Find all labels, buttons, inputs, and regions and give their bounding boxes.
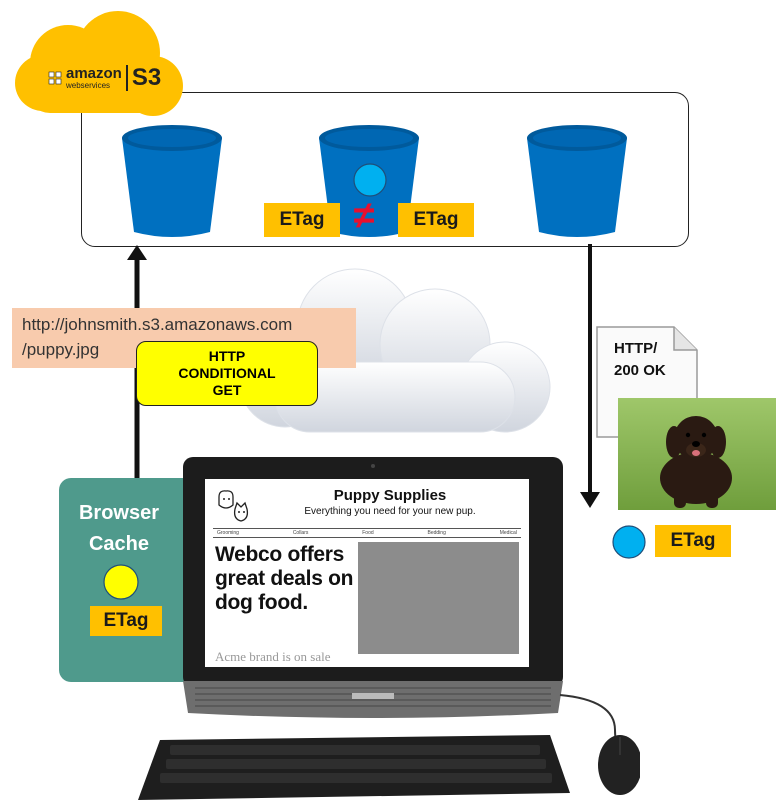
browser-cache-title-line2: Cache bbox=[88, 533, 150, 555]
response-arrow-down bbox=[580, 244, 600, 508]
response-etag-label: ETag bbox=[655, 525, 731, 557]
client-etag-label: ETag bbox=[398, 203, 474, 237]
server-etag-label: ETag bbox=[264, 203, 340, 237]
browser-cache-etag-label: ETag bbox=[90, 606, 162, 636]
browser-cache-title-line1: Browser bbox=[78, 502, 160, 524]
not-equal-icon: ≠ bbox=[353, 195, 375, 237]
nav-item-medical[interactable]: Medical bbox=[499, 530, 517, 536]
nav-item-grooming[interactable]: Grooming bbox=[217, 530, 239, 536]
aws-cubes-icon bbox=[48, 71, 62, 85]
http-method-line3: GET bbox=[212, 382, 242, 398]
dog-cat-logo-icon bbox=[218, 490, 249, 522]
site-title: Puppy Supplies bbox=[333, 487, 447, 504]
http-status-line1: HTTP/ bbox=[614, 340, 658, 357]
puppy-image bbox=[618, 398, 776, 510]
request-url-line2: /puppy.jpg bbox=[22, 340, 100, 359]
aws-brand-s3: S3 bbox=[125, 65, 161, 91]
s3-bucket-icon bbox=[122, 125, 222, 237]
nav-item-bedding[interactable]: Bedding bbox=[427, 530, 446, 536]
site-subtitle: Everything you need for your new pup. bbox=[304, 506, 476, 517]
nav-item-collars[interactable]: Collars bbox=[292, 530, 309, 536]
response-object-dot-icon bbox=[612, 525, 646, 559]
article-preview-text: Acme brand is on sale bbox=[215, 649, 331, 664]
cached-object-dot-icon bbox=[103, 564, 139, 600]
article-headline[interactable]: Webco offers great deals on dog food. bbox=[215, 543, 354, 614]
http-method-line1: HTTP bbox=[208, 348, 246, 364]
http-method-line2: CONDITIONAL bbox=[178, 365, 276, 381]
nav-item-food[interactable]: Food bbox=[362, 530, 374, 536]
website-screen: Puppy Supplies Everything you need for y… bbox=[205, 479, 529, 667]
http-response-status: HTTP/ 200 OK bbox=[614, 338, 694, 382]
request-url-line1: http://johnsmith.s3.amazonaws.com bbox=[22, 315, 293, 334]
aws-brand-amazon: amazon bbox=[66, 64, 122, 82]
browser-cache-title: Browser Cache bbox=[59, 498, 179, 560]
s3-bucket-icon bbox=[527, 125, 627, 237]
http-conditional-get-label: HTTP CONDITIONAL GET bbox=[136, 341, 318, 406]
s3-object-dot-icon bbox=[353, 163, 387, 197]
site-nav: Grooming Collars Food Bedding Medical bbox=[213, 528, 521, 538]
aws-s3-logo: amazon webservices S3 bbox=[48, 58, 166, 98]
aws-brand-webservices: webservices bbox=[66, 80, 111, 90]
http-status-line2: 200 OK bbox=[614, 362, 666, 379]
article-image-placeholder bbox=[358, 542, 519, 654]
aws-s3-logo-cloud bbox=[15, 11, 183, 116]
